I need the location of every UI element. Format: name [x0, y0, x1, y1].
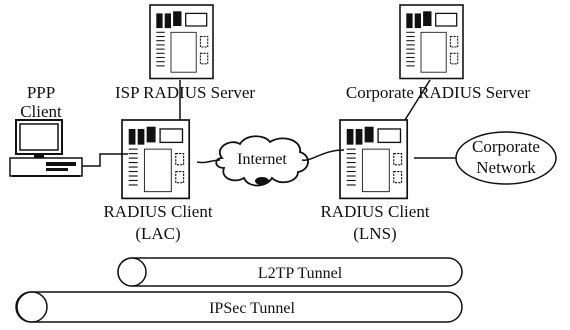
l2tp-tunnel-label: L2TP Tunnel — [258, 265, 343, 282]
ipsec-tunnel-label: IPSec Tunnel — [209, 300, 295, 317]
lac-label-line2: (LAC) — [135, 224, 180, 243]
corporate-network-label-line2: Network — [476, 158, 536, 177]
lac-server-icon — [121, 119, 191, 200]
l2tp-tunnel-shape — [117, 257, 463, 287]
ppp-client-label-line1: PPP — [27, 83, 55, 102]
lac-label-line1: RADIUS Client — [103, 202, 212, 221]
lac-cloud-link — [196, 159, 221, 164]
isp-radius-server-label: ISP RADIUS Server — [115, 83, 255, 102]
ppp-client-label-line2: Client — [20, 102, 62, 121]
ipsec-tunnel-shape — [15, 291, 463, 323]
lns-server-icon — [339, 119, 409, 200]
isp-radius-server-icon — [149, 4, 214, 80]
ppp-link-line — [82, 153, 128, 167]
cloud-lns-link — [301, 149, 345, 161]
corporate-radius-server-label: Corporate RADIUS Server — [346, 83, 530, 102]
ppp-client-computer-icon — [9, 119, 83, 177]
internet-label: Internet — [237, 151, 287, 168]
corporate-network-label-line1: Corporate — [472, 137, 540, 156]
corporate-radius-server-icon — [399, 4, 464, 80]
corporate-network-ellipse — [455, 131, 557, 185]
corporate-link-line — [404, 79, 431, 121]
internet-cloud-icon — [215, 135, 309, 187]
lns-label-line2: (LNS) — [353, 224, 396, 243]
lns-label-line1: RADIUS Client — [320, 202, 429, 221]
